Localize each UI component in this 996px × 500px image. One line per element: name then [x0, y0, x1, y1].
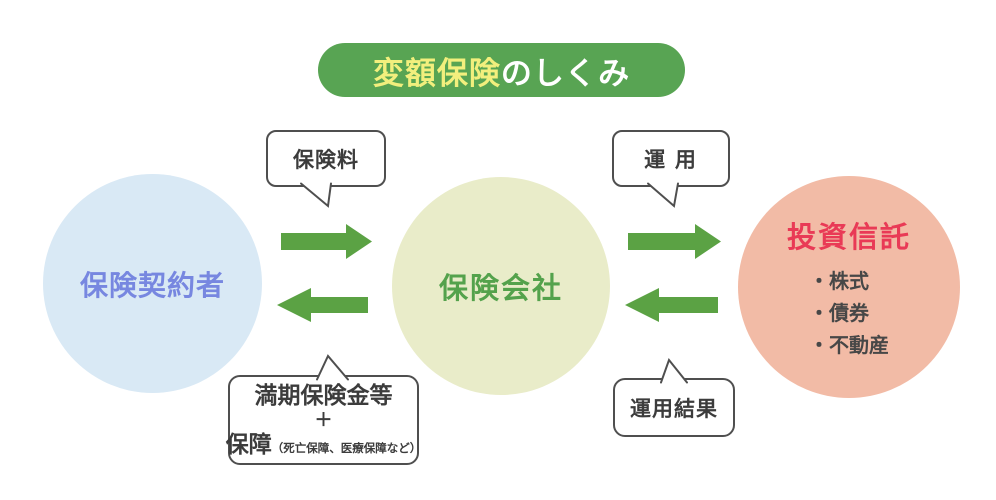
trust-item-list: ・株式 ・債券 ・不動産: [809, 266, 889, 362]
payout-plus-sign: ＋: [314, 409, 333, 430]
policyholder-label: 保険契約者: [79, 269, 225, 301]
trust-item-realestate: ・不動産: [809, 335, 889, 357]
results-label: 運用結果: [630, 397, 718, 421]
title-banner: 変額保険のしくみ: [318, 43, 685, 97]
left-arrow-icon: [277, 288, 368, 322]
payout-coverage-note: （死亡保障、医療保障など）: [271, 443, 422, 456]
trust-item-bonds: ・債券: [809, 303, 869, 325]
node-insurer: 保険会社: [392, 177, 610, 395]
payout-line3: 保障（死亡保障、医療保障など）: [226, 431, 422, 457]
title-highlight-text: 変額保険: [372, 55, 501, 91]
premium-bubble: 保険料: [266, 130, 386, 187]
right-arrow-icon: [628, 224, 721, 259]
management-label: 運 用: [644, 148, 698, 172]
left-arrow-icon: [625, 288, 718, 322]
payout-bubble: 満期保険金等 ＋ 保障（死亡保障、医療保障など）: [226, 375, 422, 465]
node-policyholder: 保険契約者: [43, 174, 262, 393]
trust-item-stocks: ・株式: [809, 271, 869, 293]
payout-line1: 満期保険金等: [254, 382, 393, 409]
results-bubble: 運用結果: [613, 378, 735, 437]
management-bubble: 運 用: [612, 130, 730, 187]
node-investment-trust: 投資信託 ・株式 ・債券 ・不動産: [738, 176, 960, 398]
payout-coverage-label: 保障: [225, 431, 272, 458]
right-arrow-icon: [281, 224, 372, 259]
premium-label: 保険料: [293, 148, 359, 172]
title-rest-text: のしくみ: [500, 55, 631, 91]
insurer-label: 保険会社: [438, 273, 563, 305]
trust-heading: 投資信託: [786, 222, 911, 254]
